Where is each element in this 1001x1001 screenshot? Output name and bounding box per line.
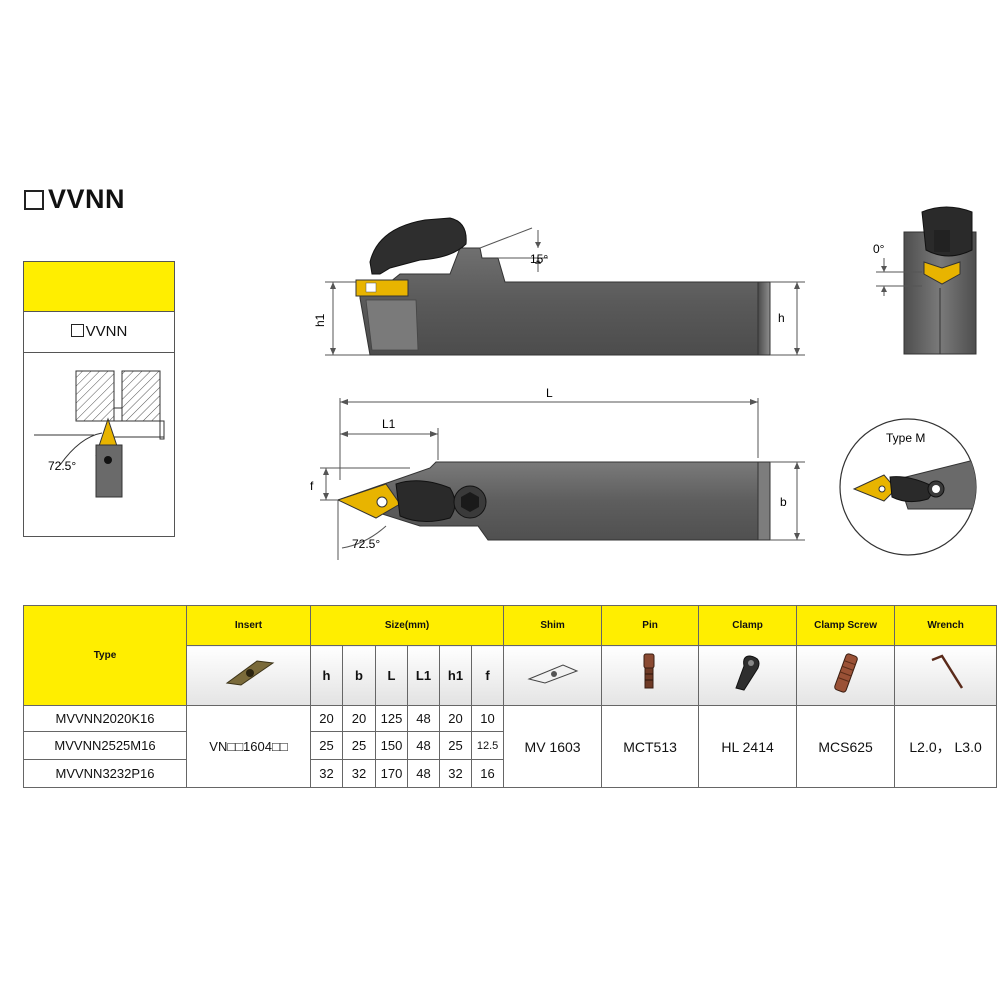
header-wrench: Wrench [894, 605, 998, 646]
dim-b: b [342, 645, 376, 706]
h-label: h [778, 311, 785, 325]
checkbox-square-icon [70, 324, 84, 337]
header-clamp: Clamp [698, 605, 798, 646]
wrench-image-cell [894, 645, 998, 706]
title-code: VVNN [48, 184, 126, 214]
top-angle-label: 72.5° [352, 537, 380, 551]
clamp-image-cell [698, 645, 798, 706]
table-row-type: MVVNN2020K16 [23, 705, 187, 732]
screw-icon [104, 456, 112, 464]
header-size: Size(mm) [309, 605, 505, 646]
clamp-code: HL 2414 [698, 705, 798, 788]
page-title: VVNN [24, 184, 125, 215]
cell-h1: 25 [439, 731, 472, 760]
top-view-diagram: L L1 f b 72.5° [310, 386, 805, 560]
cell-L: 170 [375, 759, 408, 788]
pin-icon [643, 653, 655, 689]
pin-code: MCT513 [601, 705, 700, 788]
tool-shank [95, 444, 123, 498]
side-angle-label: 15° [530, 252, 548, 266]
header-clamp-screw: Clamp Screw [796, 605, 896, 646]
cell-f: 10 [470, 705, 505, 732]
cell-h: 20 [310, 705, 343, 732]
type-m-detail: Type M [839, 418, 977, 556]
checkbox-square-icon [24, 190, 44, 210]
cell-h1: 32 [439, 759, 472, 788]
table-row-type: MVVNN3232P16 [23, 759, 187, 788]
f-label: f [310, 479, 314, 493]
end-angle-label: 0° [873, 242, 885, 256]
clamp-side-icon [369, 217, 467, 275]
insert-image-cell [186, 645, 311, 706]
table-row-type: MVVNN2525M16 [23, 731, 187, 760]
cell-h: 25 [310, 731, 343, 760]
header-type: Type [23, 605, 187, 706]
cell-b: 32 [342, 759, 376, 788]
cell-h: 32 [310, 759, 343, 788]
cell-b: 25 [342, 731, 376, 760]
tool-body-side [359, 247, 759, 356]
dim-f: f [470, 645, 505, 706]
pin-image-cell [601, 645, 700, 706]
end-view-diagram: 0° [873, 206, 977, 355]
side-view-diagram: h1 h 15° [313, 217, 805, 356]
insert-icon [225, 660, 274, 686]
workpiece-left [75, 370, 115, 422]
type-card-label: VVNN [24, 312, 174, 353]
cell-b: 20 [342, 705, 376, 732]
L1-label: L1 [382, 417, 396, 431]
clamp-screw-code: MCS625 [796, 705, 896, 788]
workpiece-right [121, 370, 161, 422]
cell-L1: 48 [407, 731, 440, 760]
cell-L1: 48 [407, 759, 440, 788]
cell-L: 150 [375, 731, 408, 760]
dim-L: L [375, 645, 408, 706]
h1-label: h1 [313, 313, 327, 327]
cell-f: 12.5 [470, 731, 505, 760]
type-card [23, 261, 175, 537]
card-angle-label: 72.5° [48, 459, 76, 473]
spec-table: Type Insert Size(mm) Shim Pin Clamp Clam… [23, 605, 998, 788]
cell-L1: 48 [407, 705, 440, 732]
header-shim: Shim [503, 605, 603, 646]
cell-L: 125 [375, 705, 408, 732]
header-insert: Insert [186, 605, 311, 646]
clamp-icon [734, 655, 760, 691]
dim-h1: h1 [439, 645, 472, 706]
clamp-top-icon [395, 480, 456, 522]
L-label: L [546, 386, 553, 400]
insert-end-icon [923, 261, 961, 285]
cell-h1: 20 [439, 705, 472, 732]
type-m-label: Type M [886, 431, 925, 445]
dim-h: h [310, 645, 343, 706]
clamp-screw-image-cell [796, 645, 896, 706]
type-card-header [24, 262, 174, 312]
wrench-icon [931, 654, 963, 689]
wrench-code: L2.0， L3.0 [894, 705, 998, 788]
shim-icon [526, 664, 578, 684]
shim-image-cell [503, 645, 603, 706]
shank-end [757, 281, 771, 356]
insert-side-icon [355, 279, 409, 297]
b-label: b [780, 495, 787, 509]
header-pin: Pin [601, 605, 700, 646]
insert-code: VN□□1604□□ [186, 705, 311, 788]
cell-f: 16 [470, 759, 505, 788]
shim-code: MV 1603 [503, 705, 603, 788]
card-machining-sketch: 72.5° [34, 370, 165, 498]
dim-L1: L1 [407, 645, 440, 706]
clamp-screw-icon [833, 653, 858, 693]
